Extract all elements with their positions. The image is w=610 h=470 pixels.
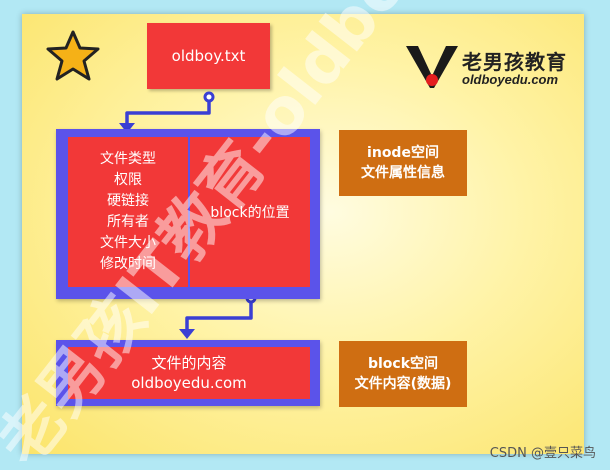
inode-space-tag: inode空间 文件属性信息 xyxy=(339,130,467,196)
attr-hard-link: 硬链接 xyxy=(107,193,149,209)
inode-attributes: 文件类型 权限 硬链接 所有者 文件大小 修改时间 xyxy=(68,137,188,287)
block-content: 文件的内容 oldboyedu.com xyxy=(68,347,310,399)
logo-url: oldboyedu.com xyxy=(462,72,559,87)
attr-permission: 权限 xyxy=(114,172,142,188)
inode-tag-line2: 文件属性信息 xyxy=(361,165,445,181)
block-tag-line2: 文件内容(数据) xyxy=(354,376,452,392)
star-icon xyxy=(46,30,100,81)
attr-modify-time: 修改时间 xyxy=(100,256,156,272)
brand-logo: 老男孩教育 oldboyedu.com xyxy=(404,42,584,92)
inode-block-pointer: block的位置 xyxy=(190,137,310,287)
content-line1: 文件的内容 xyxy=(151,354,227,372)
block-space-tag: block空间 文件内容(数据) xyxy=(339,341,467,407)
attr-owner: 所有者 xyxy=(107,214,149,230)
block-tag-line1: block空间 xyxy=(367,356,439,372)
logo-mark-icon xyxy=(406,46,458,88)
logo-title: 老男孩教育 xyxy=(462,50,567,74)
file-name-label: oldboy.txt xyxy=(171,47,246,65)
inode-tag-line1: inode空间 xyxy=(367,145,439,161)
content-line2: oldboyedu.com xyxy=(131,374,247,392)
block-pointer-label: block的位置 xyxy=(210,205,290,221)
attr-file-size: 文件大小 xyxy=(100,235,156,251)
file-name-box: oldboy.txt xyxy=(147,23,270,89)
attr-file-type: 文件类型 xyxy=(100,151,156,167)
credit-text: CSDN @壹只菜鸟 xyxy=(489,446,596,461)
